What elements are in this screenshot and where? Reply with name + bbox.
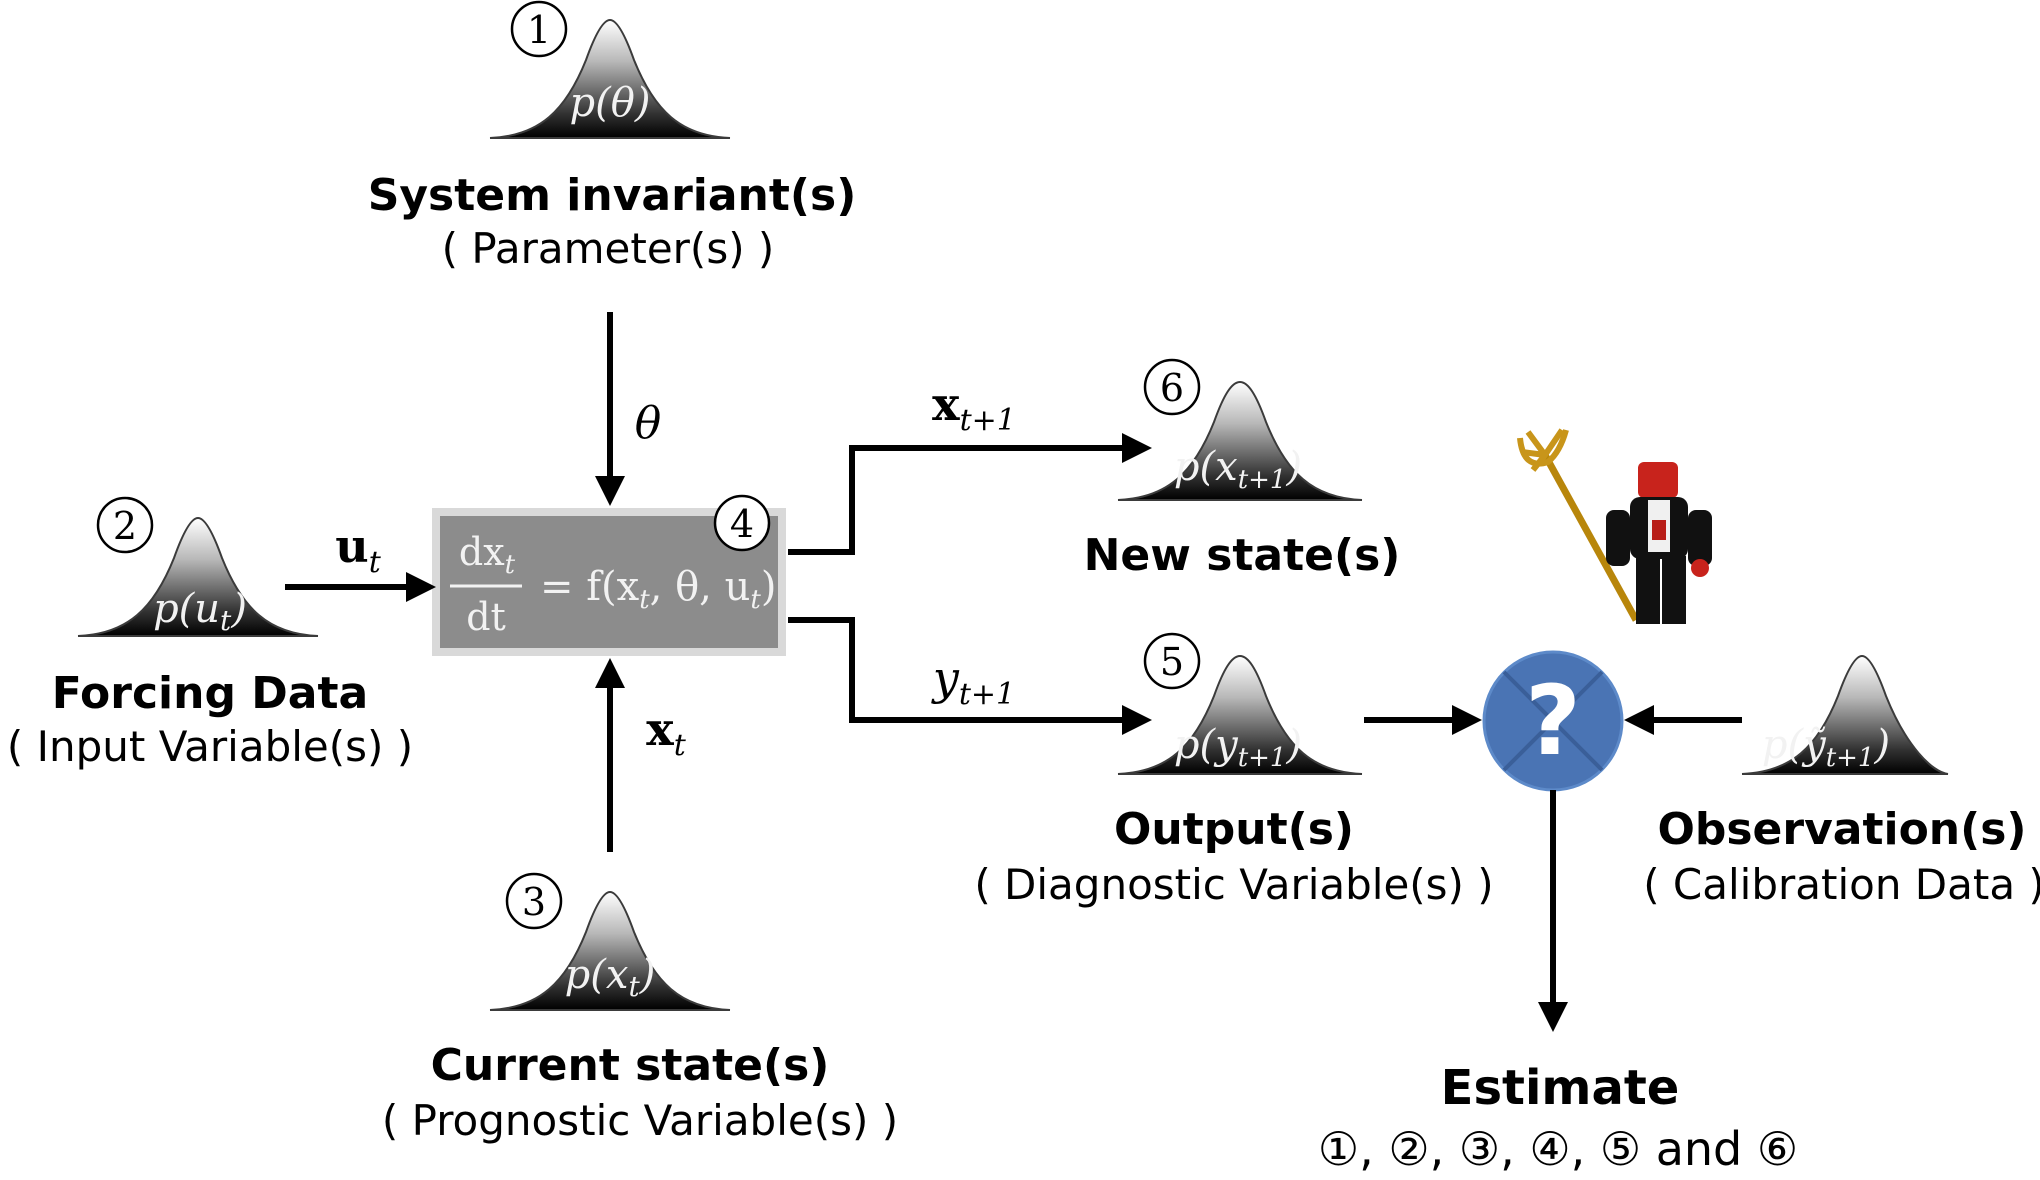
new-state-distribution-label: p(xt+1) xyxy=(1174,444,1302,495)
forcing-distribution-label: p(ut) xyxy=(153,586,247,637)
bell-curve-icon xyxy=(489,890,731,1011)
step-4-number: 4 xyxy=(730,502,754,546)
comparator-cross xyxy=(1502,670,1604,772)
new-state-distribution: p(xt+1) 6 xyxy=(1117,358,1363,501)
question-mark-icon: ? xyxy=(1525,665,1581,777)
output-arrow xyxy=(788,617,1152,735)
current-state-distribution-label: p(xt) xyxy=(565,952,656,1003)
step-1-badge xyxy=(510,0,568,58)
parameter-title: System invariant(s) xyxy=(367,170,857,221)
new-state-title: New state(s) xyxy=(1083,530,1401,581)
bell-curve-icon xyxy=(1117,380,1363,501)
model-numerator: dxt xyxy=(459,530,516,580)
bell-curve-icon xyxy=(77,516,319,637)
observation-distribution: p(ỹt+1) xyxy=(1741,654,1949,775)
step-3-number: 3 xyxy=(522,880,546,924)
step-2-number: 2 xyxy=(113,504,137,548)
forcing-distribution: p(ut) 2 xyxy=(77,496,319,637)
step-6-number: 6 xyxy=(1160,366,1184,410)
bell-curve-icon xyxy=(1117,654,1363,775)
output-edge-label: yt+1 xyxy=(931,651,1015,712)
new-state-arrow xyxy=(788,433,1152,555)
new-state-edge-label: xt+1 xyxy=(932,377,1016,438)
input-edge-label: ut xyxy=(335,519,381,580)
observation-title: Observation(s) xyxy=(1657,804,2027,855)
step-1-number: 1 xyxy=(527,8,551,52)
bell-curve-icon xyxy=(489,18,731,139)
parameter-distribution-label: p(θ) xyxy=(570,80,651,126)
estimate-items: ①, ②, ③, ④, ⑤ and ⑥ xyxy=(1317,1122,1799,1176)
model-equation-box: dxt dt = f(xt, θ, ut) 4 xyxy=(432,494,786,656)
output-subtitle: ( Diagnostic Variable(s) ) xyxy=(974,860,1494,909)
forcing-subtitle: ( Input Variable(s) ) xyxy=(6,722,414,771)
observation-subtitle: ( Calibration Data ) xyxy=(1643,860,2040,909)
current-state-title: Current state(s) xyxy=(430,1040,830,1091)
output-distribution: p(yt+1) 5 xyxy=(1117,632,1363,775)
parameter-subtitle: ( Parameter(s) ) xyxy=(441,224,775,273)
step-5-badge xyxy=(1143,632,1201,690)
model-rhs: = f(xt, θ, ut) xyxy=(540,564,776,615)
step-6-badge xyxy=(1143,358,1201,416)
state-edge-label: xt xyxy=(646,702,686,763)
parameter-distribution: p(θ) 1 xyxy=(489,0,731,139)
theta-edge-label: θ xyxy=(635,398,662,449)
bell-curve-icon xyxy=(1741,654,1949,775)
step-2-badge xyxy=(96,496,154,554)
estimate-title: Estimate xyxy=(1440,1060,1680,1116)
output-distribution-label: p(yt+1) xyxy=(1174,722,1302,773)
model-denominator: dt xyxy=(466,595,506,639)
observation-distribution-label: p(ỹt+1) xyxy=(1762,722,1890,773)
output-title: Output(s) xyxy=(1113,804,1355,855)
step-4-badge xyxy=(713,494,771,552)
forcing-title: Forcing Data xyxy=(51,668,369,719)
current-state-distribution: p(xt) 3 xyxy=(489,872,731,1011)
comparator-node: ? xyxy=(1482,650,1624,792)
step-3-badge xyxy=(505,872,563,930)
step-5-number: 5 xyxy=(1160,640,1184,684)
current-state-subtitle: ( Prognostic Variable(s) ) xyxy=(381,1096,899,1145)
devil-figurine-icon xyxy=(1517,428,1712,624)
